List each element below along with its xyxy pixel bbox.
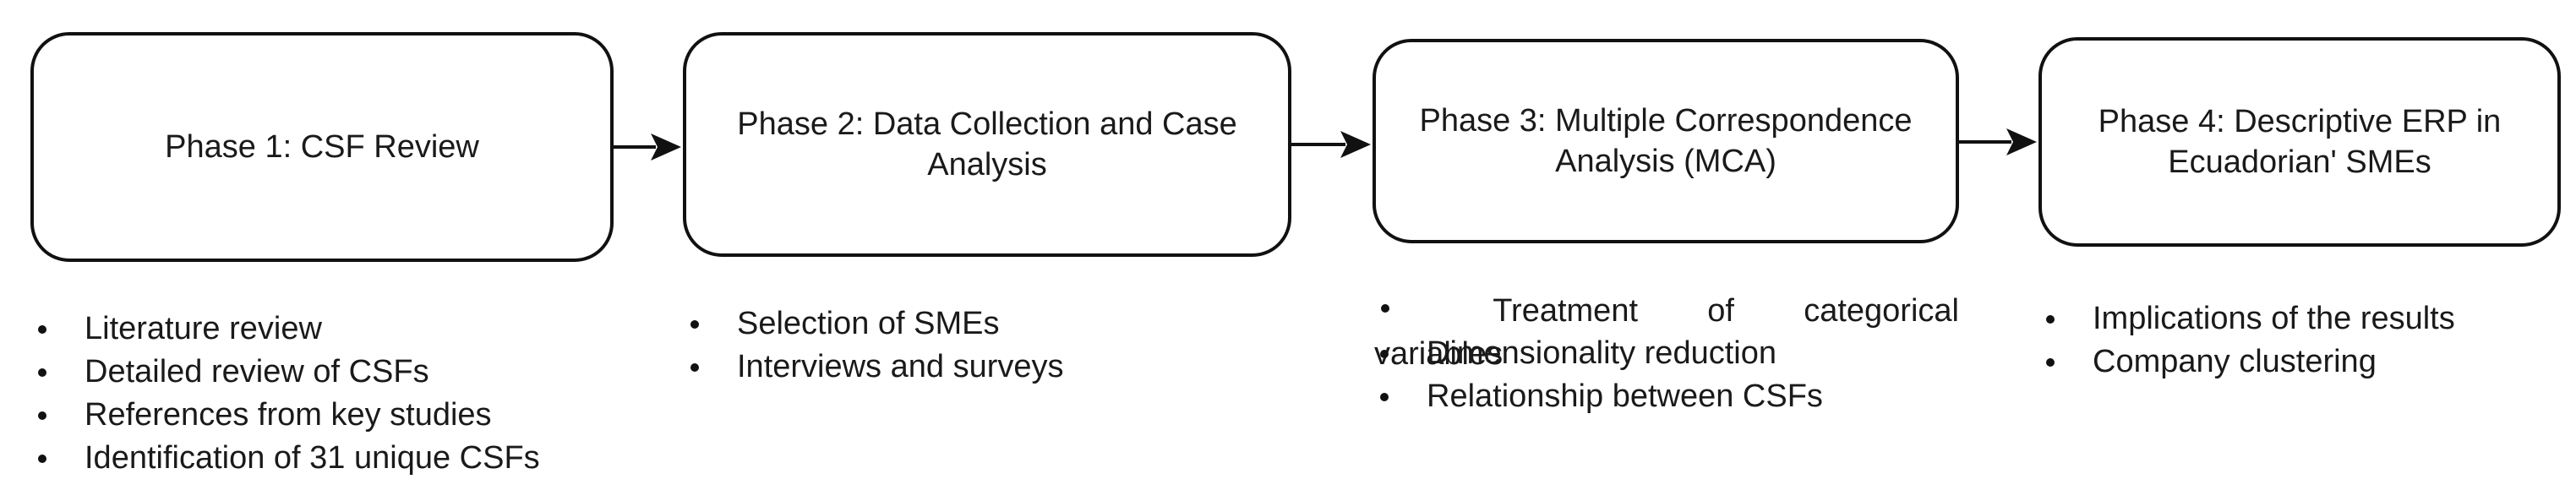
list-item: Literature review	[30, 308, 540, 351]
phase-2-box: Phase 2: Data Collection and Case Analys…	[683, 32, 1291, 257]
list-item: Implications of the results	[2038, 297, 2455, 340]
phase-3-first-activity-word: categorical	[1804, 293, 1959, 329]
phase-3-first-activity-word: of	[1707, 293, 1734, 329]
phase-3-first-activity-word: Treatment	[1493, 293, 1639, 329]
phase-2-activity-list: Selection of SMEs Interviews and surveys	[683, 302, 1064, 389]
phase-3-first-activity: Treatment of categorical variables	[1374, 290, 1959, 376]
phase-1-activity-list: Literature review Detailed review of CSF…	[30, 308, 540, 480]
phase-3-box: Phase 3: Multiple Correspondence Analysi…	[1373, 39, 1959, 243]
list-item: Interviews and surveys	[683, 346, 1064, 389]
arrow-phase2-to-phase3	[1291, 131, 1371, 158]
list-item: Company clustering	[2038, 340, 2455, 384]
arrow-phase1-to-phase2	[614, 133, 681, 161]
phase-4-activity-list: Implications of the results Company clus…	[2038, 297, 2455, 384]
list-item: Detailed review of CSFs	[30, 351, 540, 394]
phase-2-title: Phase 2: Data Collection and Case Analys…	[737, 106, 1237, 182]
phase-3-activity-list: Dimensionality reduction Relationship be…	[1373, 332, 1823, 418]
phase-3-first-activity-line: Treatment of categorical	[1379, 290, 1959, 333]
phase-4-box: Phase 4: Descriptive ERP in Ecuadorian' …	[2038, 37, 2561, 247]
phase-3-title: Phase 3: Multiple Correspondence Analysi…	[1419, 103, 1913, 179]
phase-4-title: Phase 4: Descriptive ERP in Ecuadorian' …	[2098, 104, 2502, 180]
arrow-phase3-to-phase4	[1959, 128, 2037, 155]
phase-1-title: Phase 1: CSF Review	[165, 129, 479, 165]
bullet-dot-icon	[1381, 304, 1389, 313]
phase-3-first-activity-continuation: variables	[1374, 336, 1504, 372]
list-item: Identification of 31 unique CSFs	[30, 437, 540, 480]
list-item: Selection of SMEs	[683, 302, 1064, 346]
list-item: Dimensionality reduction	[1373, 332, 1823, 375]
phase-1-box: Phase 1: CSF Review	[30, 32, 614, 262]
list-item: Relationship between CSFs	[1373, 375, 1823, 418]
list-item: References from key studies	[30, 394, 540, 437]
